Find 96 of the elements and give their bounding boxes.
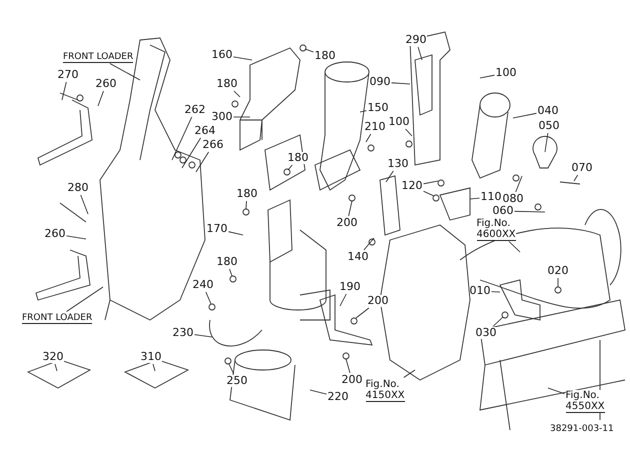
- callout-number: 310: [140, 351, 162, 363]
- callout-number: 260: [44, 228, 66, 240]
- callout-number: 260: [96, 78, 116, 90]
- figure-reference: Fig.No. 4550XX: [566, 390, 605, 412]
- callout-number: 120: [402, 180, 422, 192]
- leader-line: [54, 364, 58, 372]
- callout-number: 100: [496, 67, 516, 79]
- leader-line: [544, 132, 548, 152]
- leader-line: [356, 308, 370, 318]
- callout-number: 110: [480, 191, 502, 203]
- leader-line: [493, 316, 504, 326]
- leader-line: [98, 90, 104, 106]
- leader-line: [80, 194, 88, 214]
- leader-line: [233, 116, 250, 118]
- callout-number: 264: [194, 125, 216, 137]
- leader-line: [233, 56, 252, 60]
- callout-number: 100: [388, 116, 410, 128]
- assembly-label: FRONT LOADER: [63, 52, 134, 62]
- leader-line: [182, 138, 201, 168]
- leader-line: [152, 364, 156, 372]
- callout-number: 210: [364, 121, 386, 133]
- leader-line: [196, 152, 209, 172]
- callout-number: 290: [406, 34, 426, 46]
- assembly-label: FRONT LOADER: [22, 312, 92, 324]
- leader-line: [246, 200, 247, 210]
- leader-line: [234, 90, 240, 98]
- leader-line: [405, 128, 412, 136]
- leader-line: [304, 48, 314, 52]
- leader-line: [172, 116, 192, 160]
- callout-number: 080: [502, 193, 524, 205]
- leader-line: [418, 46, 422, 60]
- leader-line: [514, 210, 546, 212]
- leader-line: [348, 200, 352, 216]
- leader-line: [346, 358, 350, 374]
- leader-line: [423, 190, 434, 196]
- callout-number: 180: [216, 256, 238, 268]
- callout-number: 200: [336, 217, 358, 229]
- callout-number: 180: [216, 78, 238, 90]
- callout-number: 150: [368, 102, 388, 114]
- callout-number: 262: [184, 104, 206, 116]
- leader-line: [508, 241, 520, 252]
- leader-line: [403, 370, 416, 378]
- leader-line: [229, 268, 232, 276]
- leader-line: [366, 134, 372, 142]
- leader-line: [66, 236, 86, 240]
- figure-reference: Fig.No. 4600XX: [476, 218, 516, 240]
- leader-line: [310, 390, 327, 394]
- callout-number: 220: [328, 391, 348, 403]
- leader-line: [66, 286, 104, 312]
- callout-number: 230: [172, 327, 194, 339]
- leader-line: [364, 238, 374, 250]
- callout-number: 170: [206, 223, 228, 235]
- callout-number: 180: [314, 50, 336, 62]
- leader-line: [288, 164, 293, 170]
- callout-number: 200: [368, 295, 388, 307]
- callout-number: 090: [370, 76, 390, 88]
- callout-number: 070: [572, 162, 592, 174]
- callout-number: 010: [470, 285, 490, 297]
- leader-line: [110, 63, 140, 80]
- callout-number: 270: [58, 69, 78, 81]
- leader-line: [515, 176, 522, 192]
- callout-number: 200: [342, 374, 362, 386]
- callout-number: 320: [42, 351, 64, 363]
- callout-number: 040: [538, 105, 558, 117]
- callout-number: 030: [476, 327, 496, 339]
- leader-line: [340, 294, 347, 306]
- callout-number: 020: [548, 265, 568, 277]
- leader-line: [228, 231, 244, 236]
- leader-line: [228, 364, 234, 374]
- leader-line: [360, 110, 367, 112]
- leader-line: [423, 180, 438, 184]
- leader-line: [470, 198, 480, 200]
- leader-line: [206, 292, 212, 304]
- callout-number: 160: [212, 49, 232, 61]
- leader-line: [548, 388, 565, 394]
- leader-line: [480, 74, 495, 78]
- callout-number: 280: [68, 182, 88, 194]
- callout-number: 140: [348, 251, 368, 263]
- callout-number: 240: [192, 279, 214, 291]
- figure-reference: Fig.No. 4150XX: [366, 378, 405, 402]
- leader-line: [391, 82, 410, 84]
- leader-line: [194, 334, 212, 338]
- callout-number: 130: [388, 158, 408, 170]
- callout-number: 050: [538, 120, 560, 132]
- leader-line: [386, 170, 394, 182]
- leader-line: [512, 112, 537, 118]
- leader-line: [574, 174, 578, 182]
- callout-number: 190: [340, 281, 360, 293]
- callout-number: 180: [288, 152, 308, 164]
- callout-number: 060: [492, 205, 514, 217]
- callout-number: 266: [202, 139, 224, 151]
- leader-line: [491, 291, 500, 292]
- leader-line: [62, 82, 67, 100]
- callout-number: 180: [236, 188, 258, 200]
- callout-number: 250: [226, 375, 248, 387]
- callout-number: 300: [212, 111, 232, 123]
